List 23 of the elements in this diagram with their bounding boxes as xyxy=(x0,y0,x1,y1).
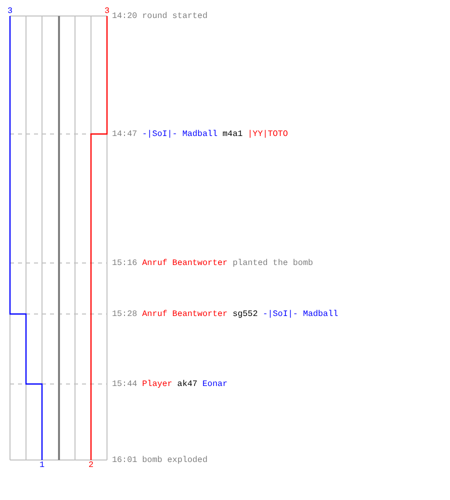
timestamp: 14:47 xyxy=(112,129,138,139)
weapon-name: sg552 xyxy=(232,309,258,319)
timestamp: 15:28 xyxy=(112,309,138,319)
timestamp: 15:44 xyxy=(112,379,138,389)
timestamp: 15:16 xyxy=(112,258,138,268)
player-name: -|SoI|- Madball xyxy=(142,129,218,139)
timestamp: 14:20 xyxy=(112,11,138,21)
weapon-name: m4a1 xyxy=(222,129,243,139)
player-name: Anruf Beantworter xyxy=(142,309,228,319)
player-name: Eonar xyxy=(202,379,228,389)
player-name: -|SoI|- Madball xyxy=(262,309,338,319)
player-count: 1 xyxy=(39,460,45,470)
event-text: planted the bomb xyxy=(232,258,314,268)
player-count: 2 xyxy=(88,460,94,470)
player-count: 3 xyxy=(104,6,110,16)
player-name: |YY|TOTO xyxy=(248,129,288,139)
timestamp: 16:01 xyxy=(112,455,138,465)
player-name: Player xyxy=(142,379,172,389)
event-text: round started xyxy=(142,11,208,21)
player-name: Anruf Beantworter xyxy=(142,258,228,268)
event-text: bomb exploded xyxy=(142,455,208,465)
weapon-name: ak47 xyxy=(177,379,198,389)
player-count: 3 xyxy=(7,6,13,16)
